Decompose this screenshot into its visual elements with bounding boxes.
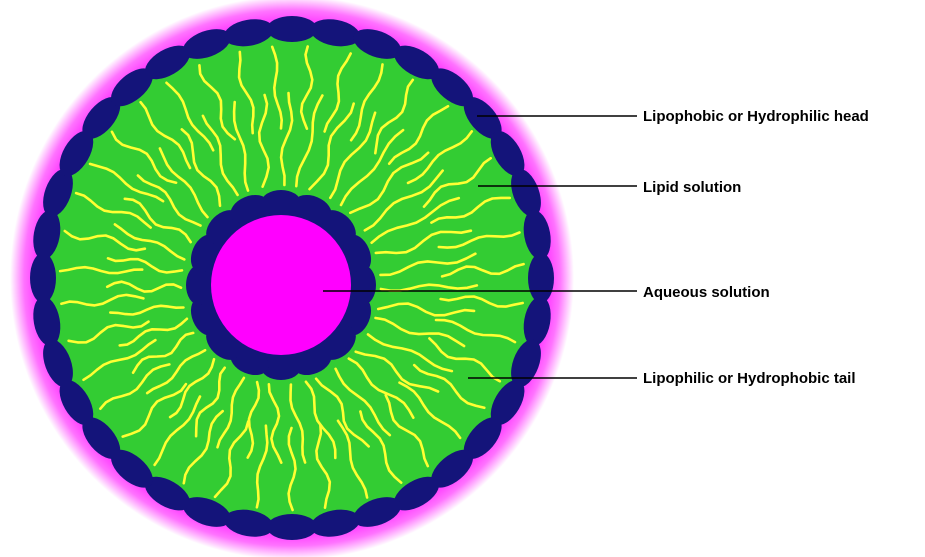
outer-head [30, 253, 56, 303]
outer-head [267, 514, 317, 540]
label-tail: Lipophilic or Hydrophobic tail [643, 370, 856, 387]
aqueous-core [211, 215, 351, 355]
outer-head [267, 16, 317, 42]
labels: Lipophobic or Hydrophilic head Lipid sol… [643, 108, 869, 387]
label-aqueous: Aqueous solution [643, 284, 770, 301]
outer-head [528, 253, 554, 303]
label-head: Lipophobic or Hydrophilic head [643, 108, 869, 125]
label-lipid: Lipid solution [643, 179, 741, 196]
